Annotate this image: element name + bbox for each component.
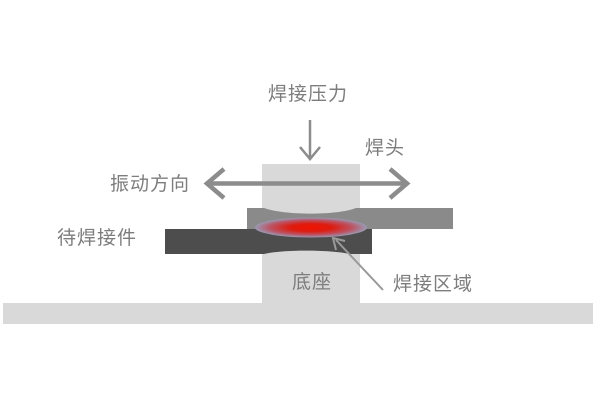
label-weld-zone: 焊接区域	[393, 273, 473, 295]
label-base: 底座	[292, 271, 332, 293]
horn-block	[262, 164, 360, 214]
label-workpieces: 待焊接件	[57, 227, 137, 249]
vibration-arrow	[203, 167, 411, 200]
vibration-arrowhead-left-icon	[203, 167, 226, 200]
floor-strip	[3, 303, 593, 324]
pressure-arrow	[299, 120, 321, 161]
base-block	[262, 248, 360, 303]
weld-zone-leader-arrowhead-icon	[331, 236, 346, 251]
label-horn: 焊头	[365, 137, 405, 159]
vibration-arrowhead-right-icon	[388, 167, 411, 200]
pressure-arrowhead-icon	[299, 146, 321, 161]
weld-zone-ellipse	[255, 217, 367, 238]
weld-zone-leader-arrow	[331, 236, 384, 291]
label-welding-pressure: 焊接压力	[268, 83, 348, 105]
weld-zone-leader-shaft	[335, 239, 384, 291]
label-vibration-direction: 振动方向	[110, 173, 190, 195]
